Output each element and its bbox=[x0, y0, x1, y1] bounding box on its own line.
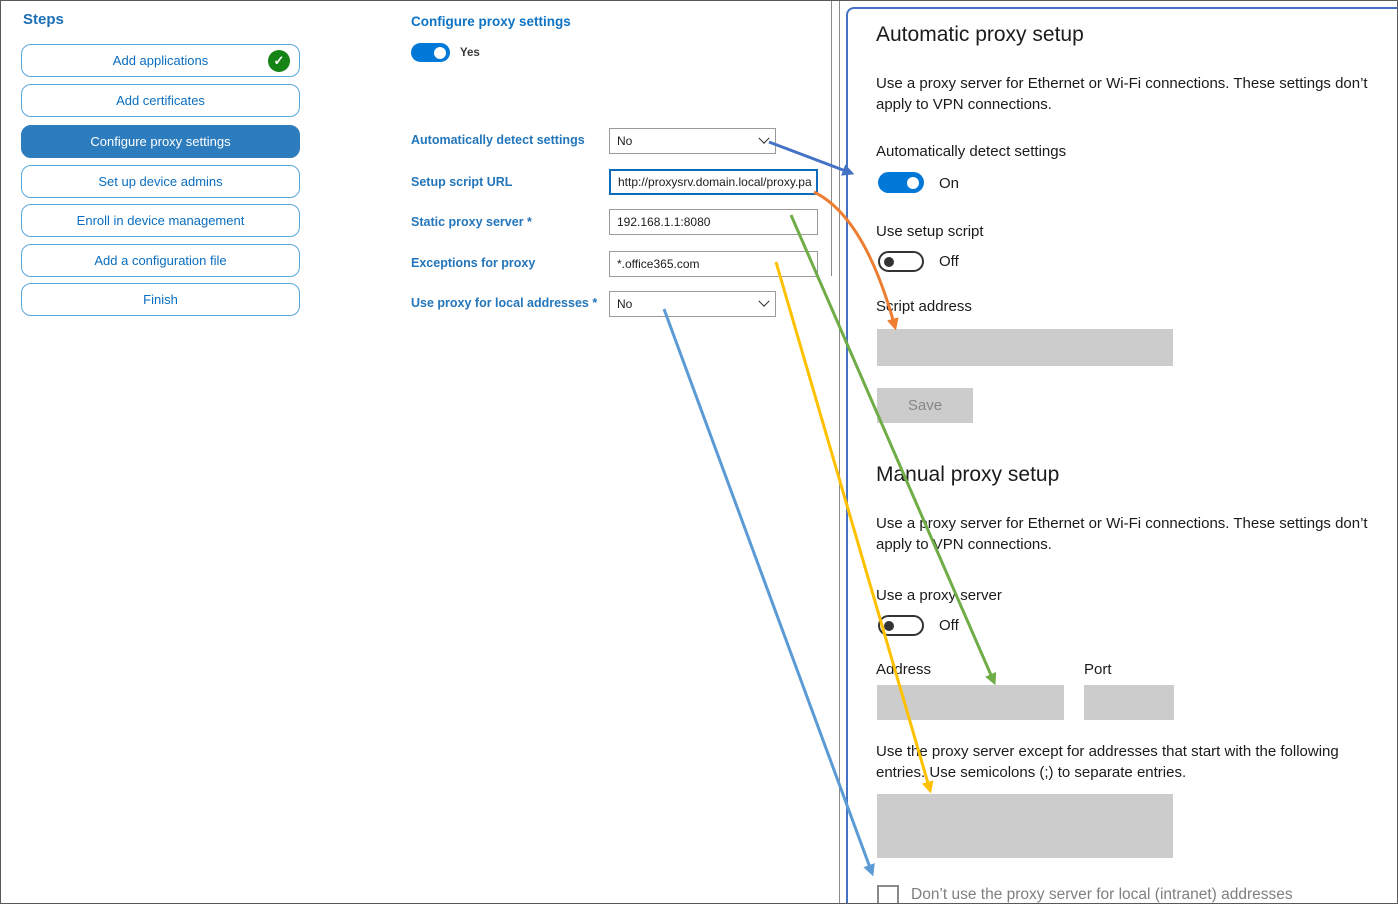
step-add-applications[interactable]: Add applications ✓ bbox=[21, 44, 300, 77]
step-label: Add applications bbox=[112, 53, 209, 68]
use-proxy-server-toggle[interactable] bbox=[878, 615, 924, 636]
page-title: Configure proxy settings bbox=[411, 14, 571, 29]
port-label: Port bbox=[1084, 661, 1112, 678]
automatic-proxy-description: Use a proxy server for Ethernet or Wi-Fi… bbox=[876, 75, 1368, 113]
configure-proxy-toggle[interactable] bbox=[411, 43, 450, 62]
chevron-down-icon bbox=[758, 295, 770, 307]
setup-script-url-input[interactable]: http://proxysrv.domain.local/proxy.pa bbox=[609, 169, 818, 195]
step-finish[interactable]: Finish bbox=[21, 283, 300, 316]
exceptions-textarea[interactable] bbox=[877, 794, 1173, 858]
step-label: Add certificates bbox=[116, 93, 205, 108]
step-label: Configure proxy settings bbox=[90, 134, 231, 149]
step-set-up-device-admins[interactable]: Set up device admins bbox=[21, 165, 300, 198]
local-addresses-checkbox[interactable] bbox=[877, 885, 899, 903]
manual-proxy-heading: Manual proxy setup bbox=[876, 463, 1060, 486]
configure-proxy-toggle-state: Yes bbox=[460, 47, 480, 59]
input-value: *.office365.com bbox=[617, 257, 700, 271]
step-add-certificates[interactable]: Add certificates bbox=[21, 84, 300, 117]
steps-title: Steps bbox=[23, 11, 64, 28]
field-label-setup-script-url: Setup script URL bbox=[411, 175, 513, 189]
field-label-static-proxy-server: Static proxy server * bbox=[411, 215, 532, 229]
save-button[interactable]: Save bbox=[877, 388, 973, 423]
completed-check-icon: ✓ bbox=[268, 49, 290, 72]
script-address-input[interactable] bbox=[877, 329, 1173, 366]
exceptions-description: Use the proxy server except for addresse… bbox=[876, 743, 1339, 781]
use-proxy-server-label: Use a proxy server bbox=[876, 587, 1002, 604]
local-addresses-checkbox-label: Don’t use the proxy server for local (in… bbox=[911, 886, 1293, 903]
step-label: Set up device admins bbox=[98, 174, 223, 189]
address-input[interactable] bbox=[877, 685, 1064, 720]
local-addresses-arrow bbox=[662, 308, 875, 877]
use-setup-script-label: Use setup script bbox=[876, 223, 984, 240]
use-setup-script-toggle[interactable] bbox=[878, 251, 924, 272]
step-label: Add a configuration file bbox=[94, 253, 227, 268]
use-setup-script-toggle-state: Off bbox=[939, 253, 959, 270]
static-proxy-server-input[interactable]: 192.168.1.1:8080 bbox=[609, 209, 818, 235]
dropdown-value: No bbox=[617, 134, 633, 148]
field-label-use-proxy-local: Use proxy for local addresses * bbox=[411, 296, 598, 310]
step-configure-proxy-settings[interactable]: Configure proxy settings bbox=[21, 125, 300, 158]
automatically-detect-dropdown[interactable]: No bbox=[609, 128, 776, 154]
detect-settings-toggle[interactable] bbox=[878, 172, 924, 193]
step-add-a-configuration-file[interactable]: Add a configuration file bbox=[21, 244, 300, 277]
divider-line bbox=[839, 1, 840, 903]
manual-proxy-description: Use a proxy server for Ethernet or Wi-Fi… bbox=[876, 515, 1368, 553]
field-label-exceptions-for-proxy: Exceptions for proxy bbox=[411, 256, 536, 270]
input-value: http://proxysrv.domain.local/proxy.pa bbox=[618, 175, 812, 189]
use-proxy-local-dropdown[interactable]: No bbox=[609, 291, 776, 317]
detect-settings-toggle-state: On bbox=[939, 175, 960, 192]
step-label: Finish bbox=[143, 292, 178, 307]
step-label: Enroll in device management bbox=[76, 213, 245, 228]
address-label: Address bbox=[876, 661, 932, 678]
dropdown-value: No bbox=[617, 297, 633, 311]
automatic-proxy-heading: Automatic proxy setup bbox=[876, 23, 1084, 46]
exceptions-for-proxy-input[interactable]: *.office365.com bbox=[609, 251, 818, 277]
step-enroll-in-device-management[interactable]: Enroll in device management bbox=[21, 204, 300, 237]
port-input[interactable] bbox=[1084, 685, 1174, 720]
chevron-down-icon bbox=[758, 132, 770, 144]
detect-settings-label: Automatically detect settings bbox=[876, 143, 1067, 160]
use-proxy-server-toggle-state: Off bbox=[939, 617, 959, 634]
divider-line bbox=[831, 1, 832, 276]
field-label-automatically-detect: Automatically detect settings bbox=[411, 133, 585, 147]
script-address-label: Script address bbox=[876, 298, 972, 315]
input-value: 192.168.1.1:8080 bbox=[617, 215, 711, 229]
